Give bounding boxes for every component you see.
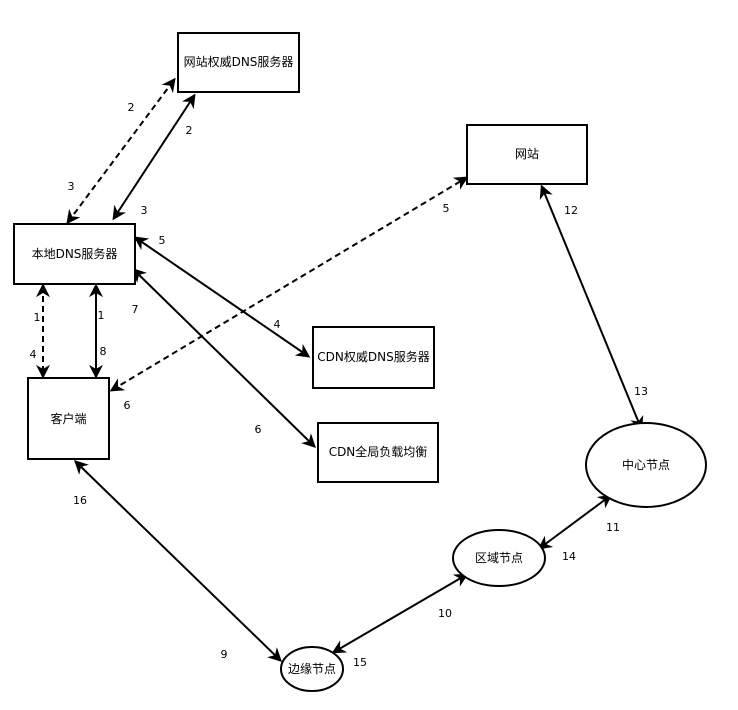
edge-label: 1 — [98, 309, 105, 322]
edge-label: 13 — [634, 385, 648, 398]
edge-label: 2 — [186, 124, 193, 137]
edge-label: 8 — [100, 345, 107, 358]
node-site-authoritative-dns: 网站权威DNS服务器 — [177, 32, 300, 93]
edge-label: 7 — [132, 303, 139, 316]
edge-label: 6 — [124, 399, 131, 412]
node-website-label: 网站 — [515, 147, 539, 161]
node-cdn-global-load-balancer: CDN全局负载均衡 — [317, 422, 439, 483]
node-cdn-authoritative-dns: CDN权威DNS服务器 — [312, 326, 435, 389]
edge-client-edge — [73, 460, 283, 662]
node-edge: 边缘节点 — [280, 646, 344, 692]
edge-label: 3 — [68, 180, 75, 193]
node-cdn-authoritative-dns-label: CDN权威DNS服务器 — [317, 349, 429, 364]
edge-website-center — [539, 184, 644, 431]
edge-label: 5 — [443, 202, 450, 215]
edge-label: 1 — [34, 311, 41, 324]
edge-label: 5 — [159, 234, 166, 247]
edge-localdns-cdnglb — [131, 268, 317, 448]
edge-label: 4 — [30, 348, 37, 361]
edge-label: 16 — [73, 494, 87, 507]
node-client: 客户端 — [27, 377, 110, 460]
edge-label: 14 — [562, 550, 576, 563]
node-cdn-global-load-balancer-label: CDN全局负载均衡 — [329, 444, 428, 459]
edge-center-region — [537, 494, 613, 550]
edge-localdns-sitedns-solid — [112, 93, 196, 221]
edge-label: 4 — [274, 318, 281, 331]
node-website: 网站 — [466, 124, 588, 185]
node-local-dns-label: 本地DNS服务器 — [32, 246, 118, 261]
edge-label: 10 — [438, 607, 452, 620]
node-local-dns: 本地DNS服务器 — [13, 223, 136, 285]
edge-label: 2 — [128, 101, 135, 114]
node-region-label: 区域节点 — [475, 551, 523, 565]
edge-label: 11 — [606, 521, 620, 534]
node-client-label: 客户端 — [50, 411, 86, 426]
edge-region-edge — [331, 573, 469, 654]
node-center-label: 中心节点 — [622, 457, 670, 472]
edge-label: 15 — [353, 656, 367, 669]
node-edge-label: 边缘节点 — [288, 662, 336, 676]
node-region: 区域节点 — [452, 529, 546, 587]
node-site-authoritative-dns-label: 网站权威DNS服务器 — [184, 54, 294, 69]
edge-label: 6 — [255, 423, 262, 436]
edge-label: 12 — [564, 204, 578, 217]
node-center: 中心节点 — [585, 422, 707, 508]
edge-label: 3 — [141, 204, 148, 217]
edge-label: 9 — [221, 648, 228, 661]
edge-client-website-dashed — [109, 176, 469, 392]
